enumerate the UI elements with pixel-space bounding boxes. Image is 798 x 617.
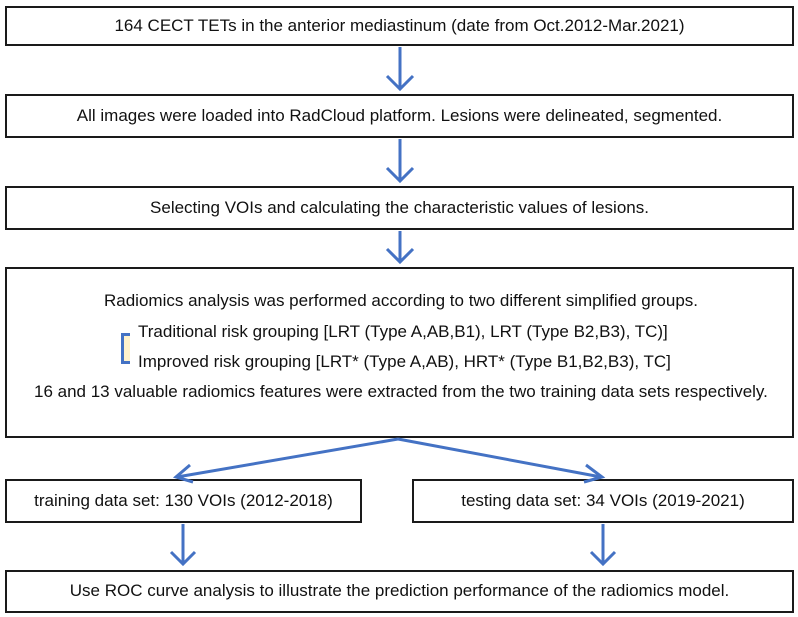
- step-1-text: 164 CECT TETs in the anterior mediastinu…: [114, 15, 685, 35]
- arrowhead-testing: [583, 463, 606, 484]
- arrowhead-training: [172, 463, 194, 484]
- analysis-line-1: Radiomics analysis was performed accordi…: [104, 291, 699, 310]
- step-box-3: Selecting VOIs and calculating the chara…: [5, 186, 794, 230]
- arrowhead-2: [385, 166, 415, 184]
- training-text: training data set: 130 VOIs (2012-2018): [34, 490, 333, 510]
- arrow-split-to-testing: [397, 437, 602, 479]
- improved-grouping-line: Improved risk grouping [LRT* (Type A,AB)…: [138, 352, 671, 371]
- step-2-text: All images were loaded into RadCloud pla…: [76, 105, 723, 125]
- final-box: Use ROC curve analysis to illustrate the…: [5, 570, 794, 613]
- step-box-4: Radiomics analysis was performed accordi…: [5, 267, 794, 438]
- arrow-split-to-training: [176, 437, 399, 479]
- arrowhead-training-final: [169, 550, 197, 567]
- testing-text: testing data set: 34 VOIs (2019-2021): [461, 490, 745, 510]
- arrowhead-testing-final: [589, 550, 617, 567]
- step-3-text: Selecting VOIs and calculating the chara…: [150, 197, 649, 217]
- final-text: Use ROC curve analysis to illustrate the…: [69, 581, 730, 601]
- step-box-2: All images were loaded into RadCloud pla…: [5, 94, 794, 138]
- analysis-line-4: 16 and 13 valuable radiomics features we…: [34, 382, 768, 401]
- step-box-1: 164 CECT TETs in the anterior mediastinu…: [5, 6, 794, 46]
- arrowhead-3: [385, 247, 415, 265]
- testing-box: testing data set: 34 VOIs (2019-2021): [412, 479, 794, 523]
- group-bracket: [121, 333, 130, 364]
- traditional-grouping-line: Traditional risk grouping [LRT (Type A,A…: [138, 322, 668, 341]
- arrowhead-1: [385, 74, 415, 92]
